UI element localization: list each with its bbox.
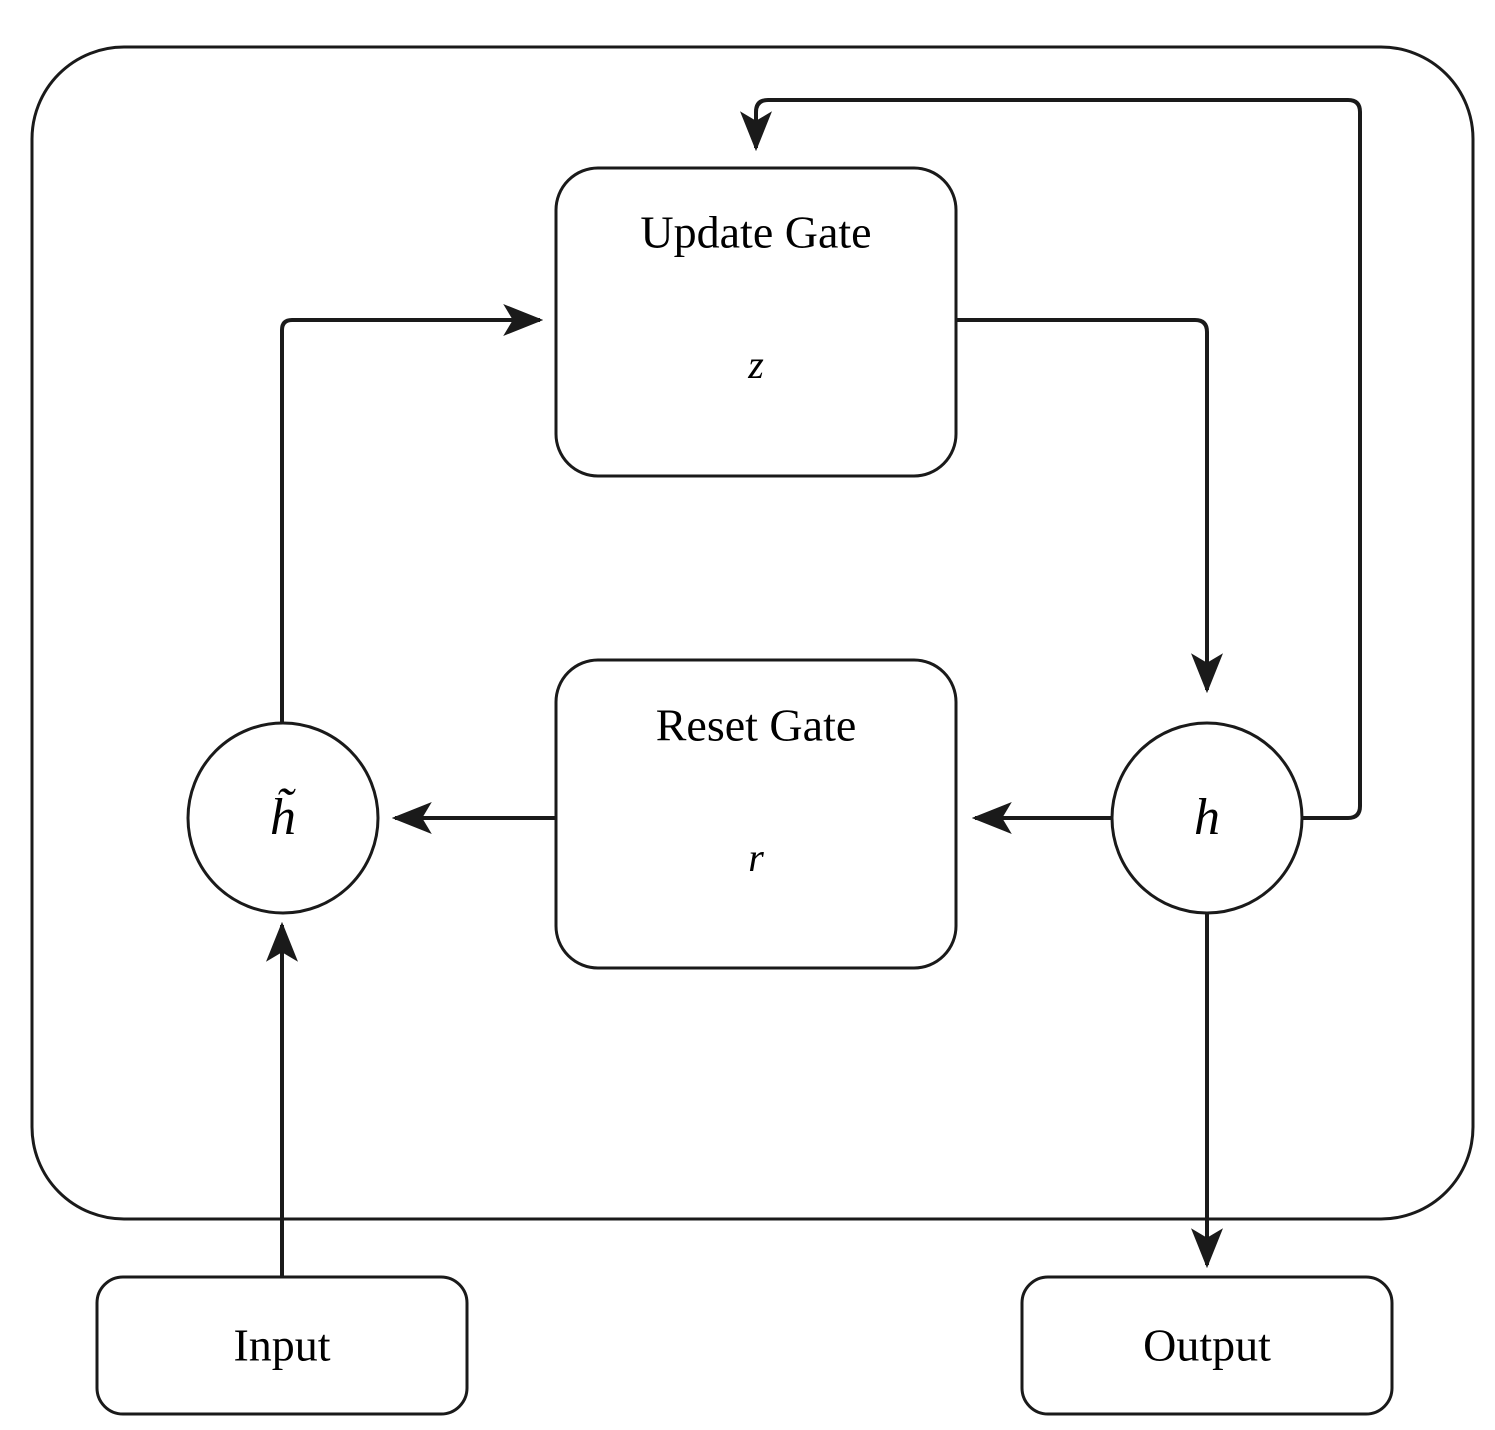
gru-cell-boundary: [30, 45, 1475, 1221]
hidden-state-circle[interactable]: [1110, 721, 1304, 915]
node-hidden-state[interactable]: h: [1110, 721, 1304, 915]
node-output[interactable]: Output: [1020, 1275, 1394, 1416]
update-gate-box[interactable]: [554, 166, 958, 478]
input-label: Input: [233, 1320, 330, 1371]
candidate-state-symbol: h̃: [270, 788, 296, 846]
edge-update-gate-to-hidden: [956, 318, 1223, 694]
update-gate-symbol: z: [747, 342, 764, 387]
hidden-state-symbol: h: [1194, 789, 1220, 846]
node-update-gate[interactable]: Update Gate z: [554, 166, 958, 478]
node-candidate-state[interactable]: h̃: [186, 721, 380, 915]
edge-candidate-to-update-gate: [280, 304, 544, 745]
candidate-state-circle[interactable]: [186, 721, 380, 915]
input-box[interactable]: [95, 1275, 469, 1416]
node-reset-gate[interactable]: Reset Gate r: [554, 658, 958, 970]
output-box[interactable]: [1020, 1275, 1394, 1416]
edge-hidden-to-update-gate-feedback: [740, 98, 1362, 820]
reset-gate-title: Reset Gate: [656, 700, 857, 751]
reset-gate-symbol: r: [748, 835, 764, 880]
reset-gate-box[interactable]: [554, 658, 958, 970]
update-gate-title: Update Gate: [640, 207, 871, 258]
output-label: Output: [1143, 1320, 1271, 1371]
node-input[interactable]: Input: [95, 1275, 469, 1416]
